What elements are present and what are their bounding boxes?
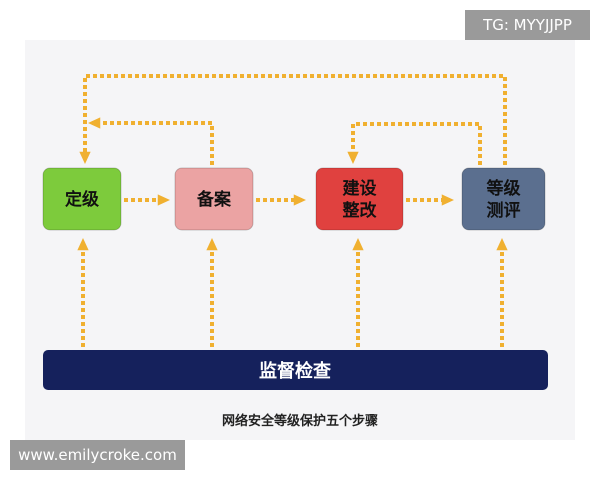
arrowhead: [157, 194, 170, 206]
arrowhead: [496, 238, 508, 251]
step-box: 建设整改: [315, 167, 404, 231]
step-box: 定级: [42, 167, 122, 231]
step-label: 等级测评: [487, 178, 521, 221]
step-box-shape: [42, 167, 122, 231]
arrowhead: [293, 194, 306, 206]
arrowhead: [88, 117, 101, 129]
step-label: 定级: [65, 189, 99, 210]
arrowhead: [441, 194, 454, 206]
step-box: 等级测评: [461, 167, 546, 231]
arrowhead: [352, 238, 364, 251]
arrowhead: [347, 151, 359, 164]
supervision-label: 监督检查: [259, 360, 331, 382]
arrow-feedback-rectify: [351, 122, 482, 165]
arrow-feedback-record: [92, 121, 214, 165]
arrowhead: [206, 238, 218, 251]
step-box-shape: [461, 167, 546, 231]
arrowhead: [79, 151, 91, 164]
step-box-shape: [315, 167, 404, 231]
step-label: 建设整改: [343, 178, 378, 221]
watermark-bottom: www.emilycroke.com: [10, 440, 185, 470]
arrowhead: [77, 238, 89, 251]
arrows: [77, 74, 508, 347]
supervision-bar: [43, 350, 548, 390]
step-box: 备案: [174, 167, 254, 231]
step-box-shape: [174, 167, 254, 231]
watermark-top: TG: MYYJJPP: [465, 10, 590, 40]
step-label: 备案: [196, 189, 232, 210]
caption: 网络安全等级保护五个步骤: [222, 413, 378, 429]
arrow-feedback-outer: [83, 74, 507, 165]
